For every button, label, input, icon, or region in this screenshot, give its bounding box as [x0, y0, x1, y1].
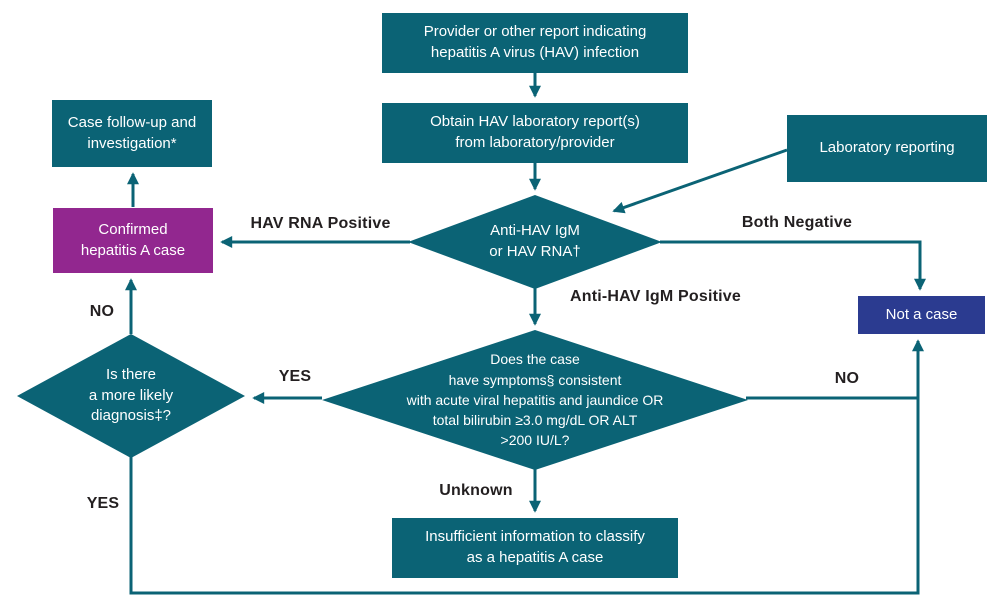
- laboratory-reporting-box: Laboratory reporting: [787, 115, 987, 182]
- confirmed-case-text: Confirmed hepatitis A case: [80, 220, 186, 259]
- confirmed-case-box: Confirmed hepatitis A case: [53, 208, 213, 273]
- label-yes-bottom: YES: [86, 495, 120, 512]
- case-followup-box: Case follow-up and investigation*: [52, 100, 212, 167]
- label-both-negative: Both Negative: [741, 214, 853, 231]
- laboratory-reporting-text: Laboratory reporting: [819, 139, 955, 157]
- provider-report-text: Provider or other report indicating hepa…: [423, 23, 647, 61]
- decision-diagnosis-text: Is there a more likely diagnosis‡?: [88, 365, 174, 425]
- insufficient-info-box: Insufficient information to classify as …: [392, 518, 678, 578]
- insufficient-info-text: Insufficient information to classify as …: [425, 528, 645, 566]
- decision-igm-rna-text: Anti-HAV IgM or HAV RNA†: [489, 222, 581, 260]
- obtain-lab-report-box: Obtain HAV laboratory report(s) from lab…: [382, 103, 688, 163]
- label-no-top: NO: [89, 303, 115, 320]
- label-no-right: NO: [834, 370, 860, 387]
- label-anti-hav-igm-positive: Anti-HAV IgM Positive: [569, 288, 742, 305]
- edge-lab-reporting-to-igm-decision: [612, 148, 788, 214]
- not-a-case-box: Not a case: [858, 296, 985, 334]
- label-yes-mid: YES: [278, 368, 312, 385]
- case-followup-text: Case follow-up and investigation*: [67, 113, 197, 152]
- decision-symptoms-text: Does the case have symptoms§ consistent …: [406, 351, 664, 449]
- provider-report-box: Provider or other report indicating hepa…: [382, 13, 688, 73]
- not-a-case-text: Not a case: [885, 305, 958, 323]
- edge-both-negative-to-notacase: [660, 240, 926, 291]
- label-hav-rna-positive: HAV RNA Positive: [250, 215, 391, 232]
- obtain-lab-report-text: Obtain HAV laboratory report(s) from lab…: [430, 113, 640, 151]
- label-unknown: Unknown: [439, 482, 513, 499]
- edge-yes-bottom-path: [129, 398, 920, 595]
